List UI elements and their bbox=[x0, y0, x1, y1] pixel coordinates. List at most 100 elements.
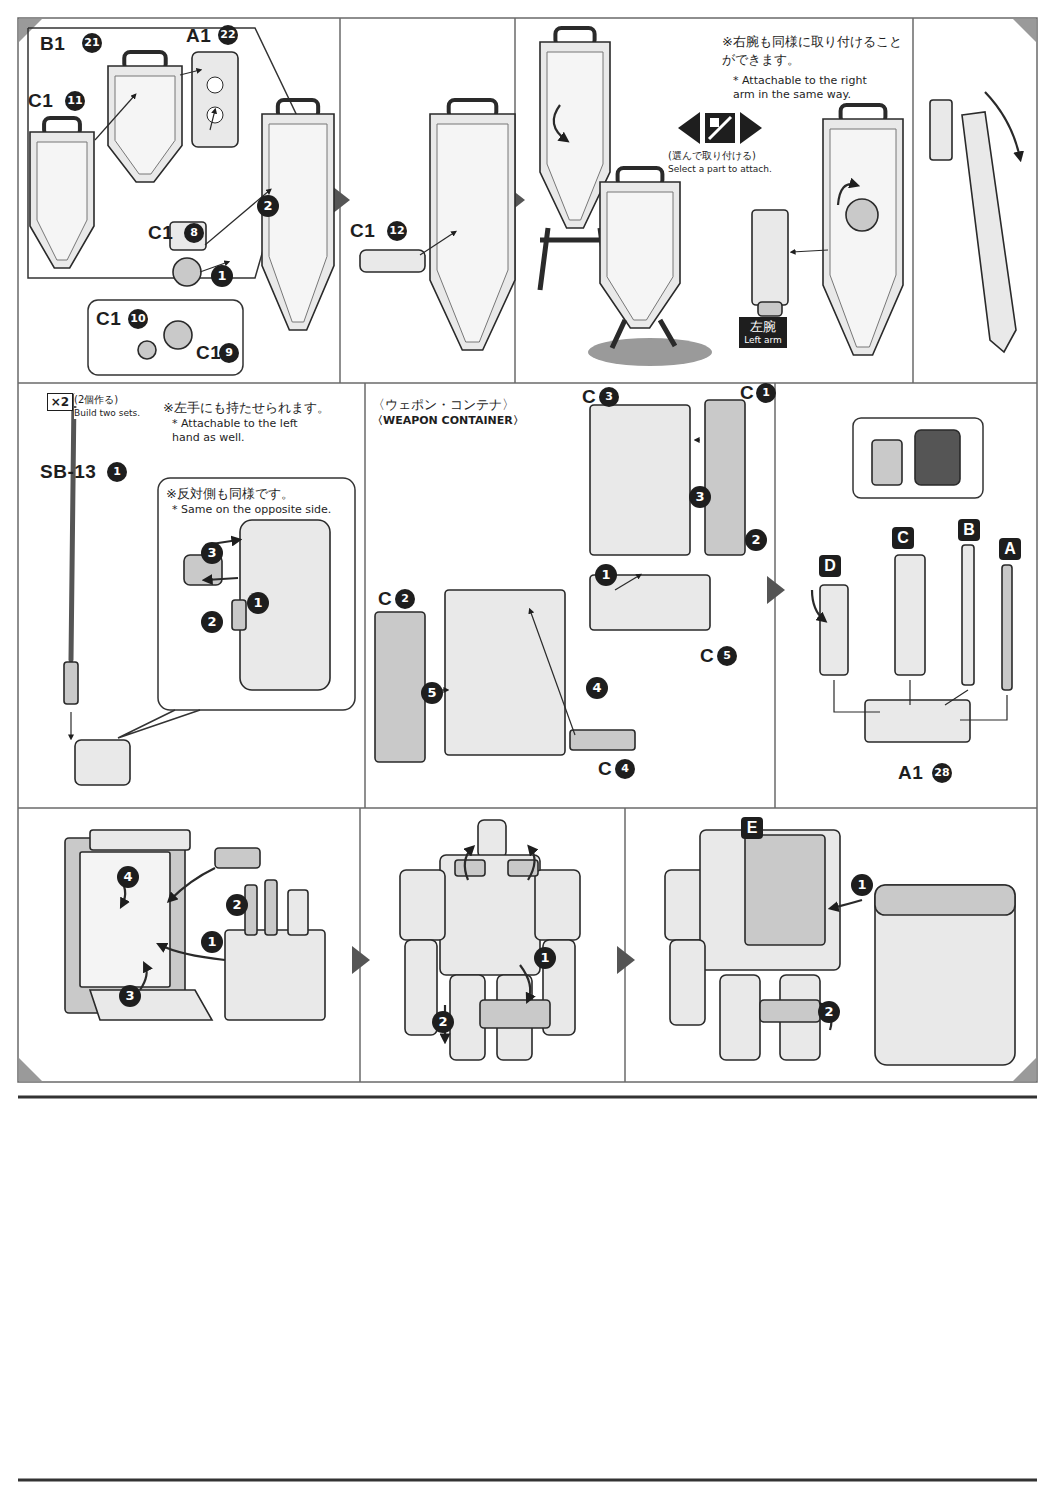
corner-mark bbox=[19, 19, 42, 42]
note-text: (選んで取り付ける) bbox=[668, 150, 756, 162]
grip-disc bbox=[173, 258, 201, 286]
page-rule bbox=[18, 1479, 1037, 1482]
step-number: 3 bbox=[119, 985, 141, 1007]
page-rule bbox=[18, 1097, 1037, 1480]
leader-line bbox=[834, 680, 1007, 720]
step-number: 2 bbox=[201, 611, 223, 633]
latch-part bbox=[455, 860, 485, 876]
tag-text: Left arm bbox=[744, 335, 782, 346]
page-frame bbox=[359, 808, 361, 1082]
tag-text: E bbox=[746, 819, 758, 837]
step-number: 2 bbox=[226, 894, 248, 916]
shield-part bbox=[262, 114, 334, 330]
note-text: * Same on the opposite side. bbox=[172, 503, 331, 517]
weapon-part bbox=[895, 555, 925, 675]
robot-shoulder bbox=[400, 870, 445, 940]
step-number: 2 bbox=[257, 195, 279, 217]
leader-line bbox=[180, 70, 200, 75]
part-number: C bbox=[378, 588, 392, 610]
page-rule bbox=[18, 1096, 1037, 1099]
tray-part bbox=[760, 1000, 820, 1022]
weapon-tray bbox=[225, 930, 325, 1020]
peg-part bbox=[232, 600, 246, 630]
shield-part bbox=[108, 52, 182, 182]
part-index-number: 1 bbox=[756, 383, 776, 403]
part-number: A1 bbox=[898, 762, 923, 784]
leader-line bbox=[420, 232, 455, 255]
part-number: C1 bbox=[350, 220, 375, 242]
part-index-number: 8 bbox=[184, 223, 204, 243]
leader-line bbox=[70, 712, 71, 738]
bracket bbox=[118, 710, 200, 738]
hand-part bbox=[75, 740, 130, 785]
part-index-number: 11 bbox=[65, 91, 85, 111]
select-icon bbox=[740, 112, 762, 144]
part-number: C1 bbox=[148, 222, 173, 244]
beam-blade bbox=[71, 396, 74, 660]
shield-part bbox=[30, 118, 94, 268]
weapon-part bbox=[288, 890, 308, 935]
note-text: * Attachable to the left hand as well. bbox=[172, 417, 312, 445]
motion-arrow bbox=[140, 965, 147, 990]
motion-arrow bbox=[206, 578, 238, 580]
motion-arrow bbox=[520, 965, 530, 1000]
tag-text: B bbox=[963, 521, 975, 539]
tray-part bbox=[480, 1000, 550, 1028]
note-text: Build two sets. bbox=[74, 408, 140, 419]
motion-arrow bbox=[838, 184, 856, 205]
page-frame bbox=[912, 18, 914, 383]
note-text: 〈ウェポン・コンテナ〉 bbox=[372, 396, 515, 414]
shield-part bbox=[108, 66, 182, 182]
peg-hole bbox=[207, 77, 223, 93]
part-number: C1 bbox=[28, 90, 53, 112]
corner-mark bbox=[1013, 1058, 1036, 1081]
part-number: C1 bbox=[96, 308, 121, 330]
arm-part bbox=[752, 210, 788, 305]
leader-line bbox=[210, 110, 215, 130]
motion-arrow bbox=[812, 590, 824, 620]
robot-torso bbox=[440, 855, 540, 975]
weapon-part bbox=[820, 585, 848, 675]
container-side bbox=[705, 400, 745, 555]
robot-arm bbox=[670, 940, 705, 1025]
step-number: 1 bbox=[201, 931, 223, 953]
page-frame bbox=[18, 807, 1037, 809]
part-index-number: 10 bbox=[128, 309, 148, 329]
part-number: C bbox=[700, 645, 714, 667]
page-frame bbox=[364, 383, 366, 808]
grip-disc bbox=[138, 341, 156, 359]
select-icon bbox=[705, 113, 735, 143]
section-title: 〈WEAPON CONTAINER〉 bbox=[372, 414, 524, 427]
step-number: 4 bbox=[586, 677, 608, 699]
note-text: Select a part to attach. bbox=[668, 164, 772, 175]
step-number: 4 bbox=[117, 866, 139, 888]
set-count-box: ×2 bbox=[47, 393, 73, 411]
part-number: B1 bbox=[40, 33, 65, 55]
robot-shoulder bbox=[535, 870, 580, 940]
corner-mark bbox=[1013, 19, 1036, 42]
step-arrow bbox=[617, 946, 635, 974]
note-text: ※右腕も同様に取り付けることができます。 bbox=[722, 33, 904, 68]
step-number: 1 bbox=[211, 265, 233, 287]
bracket bbox=[158, 478, 355, 710]
weapon-part bbox=[265, 880, 277, 935]
bracket bbox=[853, 418, 983, 498]
bracket bbox=[28, 28, 300, 278]
note-text: (2個作る) bbox=[74, 394, 118, 406]
step-number: 1 bbox=[247, 592, 269, 614]
page-frame bbox=[18, 18, 1037, 1082]
select-icon bbox=[709, 117, 731, 139]
leader-line bbox=[615, 575, 640, 590]
part-index-number: 22 bbox=[218, 25, 238, 45]
ground-shadow bbox=[588, 338, 712, 366]
part-number: C bbox=[582, 386, 596, 408]
weapon-part bbox=[962, 545, 974, 685]
arm-part bbox=[930, 100, 952, 160]
step-number: 2 bbox=[745, 529, 767, 551]
container-lid bbox=[90, 830, 190, 850]
part-number: C bbox=[598, 758, 612, 780]
leader-line bbox=[696, 439, 700, 440]
page-frame bbox=[18, 18, 1037, 1082]
step-arrow bbox=[352, 946, 370, 974]
note-text: ※反対側も同様です。 bbox=[166, 485, 294, 503]
